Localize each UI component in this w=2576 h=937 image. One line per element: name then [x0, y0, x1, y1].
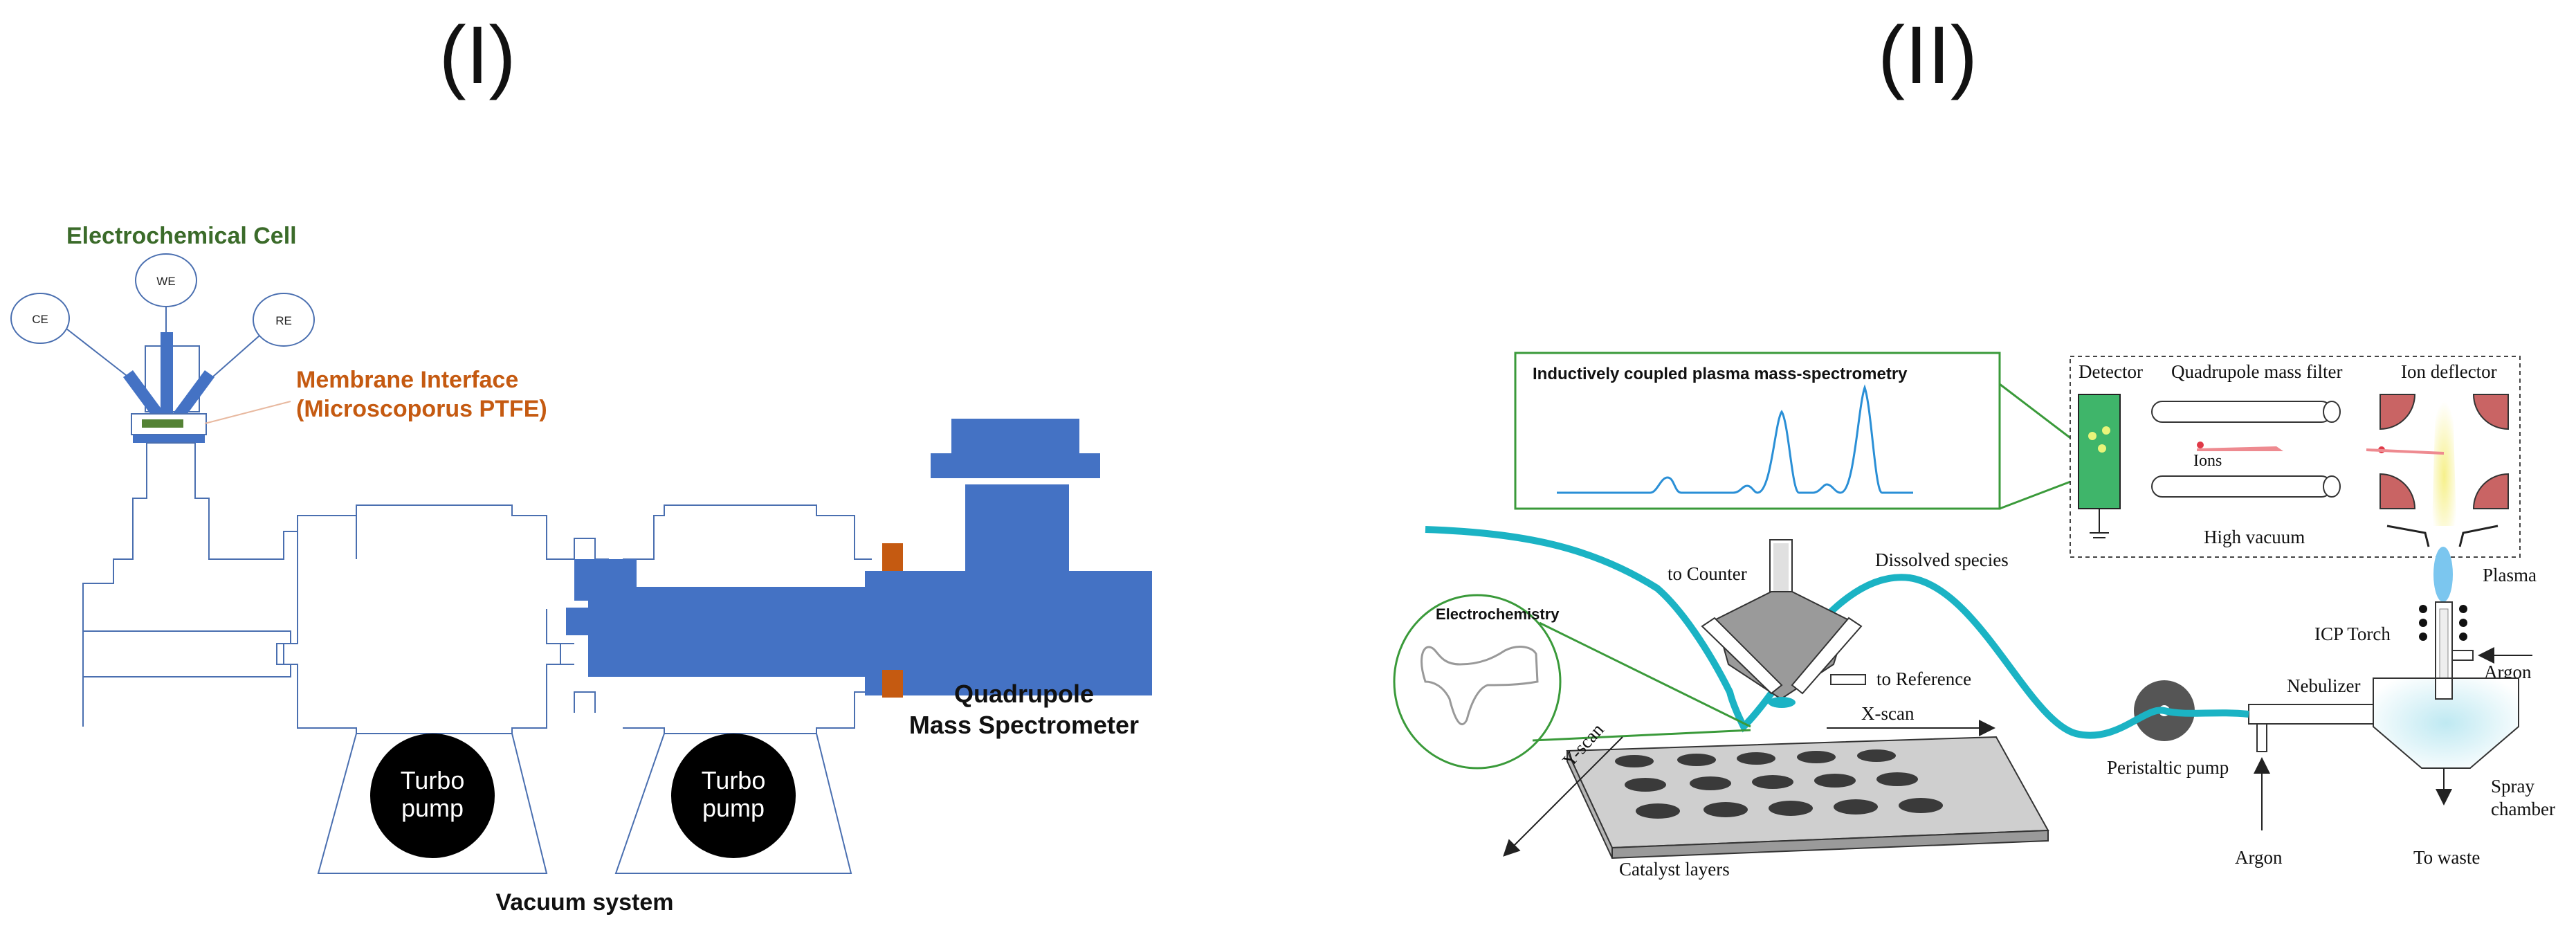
detector-label: Detector [2079, 361, 2143, 382]
turbo-pump-right: Turbo pump [671, 734, 796, 858]
quadrupole-ms-body [566, 419, 1152, 698]
icpms-title: Inductively coupled plasma mass-spectrom… [1533, 365, 1908, 383]
x-scan-label: X-scan [1861, 703, 1915, 724]
quadrupole-rods [2151, 401, 2341, 498]
panel-i: Electrochemical Cell CE WE RE [10, 223, 1152, 916]
spray-chamber [2373, 677, 2519, 806]
vacuum-system-label: Vacuum system [495, 889, 673, 916]
svg-text:WE: WE [156, 275, 175, 288]
electrochemical-cell-title: Electrochemical Cell [66, 223, 297, 249]
spray-chamber-label-2: chamber [2491, 799, 2555, 819]
panel-ii: Inductively coupled plasma mass-spectrom… [1393, 352, 2555, 880]
electrode-we: WE [135, 253, 197, 332]
icp-torch-label: ICP Torch [2314, 624, 2391, 644]
argon-nebulizer-label: Argon [2235, 847, 2283, 868]
svg-text:pump: pump [702, 794, 765, 822]
electrode-ce: CE [10, 293, 143, 388]
membrane-material-label: (Microscoporus PTFE) [296, 396, 547, 422]
to-reference-label: to Reference [1876, 668, 1971, 689]
quadrupole-filter-label: Quadrupole mass filter [2171, 361, 2342, 382]
dissolved-species-label: Dissolved species [1875, 549, 2009, 570]
svg-text:Turbo: Turbo [702, 766, 766, 794]
mass-spectrometer-label: Mass Spectrometer [909, 711, 1139, 739]
panel-label-right: (II) [1878, 10, 1977, 101]
y-scan-arrow [1503, 736, 1623, 857]
vacuum-chamber-body [82, 442, 872, 874]
catalyst-plate [1566, 736, 2049, 859]
icpms-spectrum-callout: Inductively coupled plasma mass-spectrom… [1514, 352, 2073, 510]
icpms-spectrum-trace [1557, 384, 1913, 494]
high-vacuum-label: High vacuum [2204, 527, 2305, 547]
cv-trace [1421, 646, 1539, 726]
catalyst-layers-label: Catalyst layers [1619, 859, 1730, 880]
electrochemical-cell [123, 332, 291, 443]
svg-text:RE: RE [275, 314, 292, 327]
electrochemistry-callout: Electrochemistry [1393, 594, 1751, 770]
membrane-interface-label: Membrane Interface [296, 367, 518, 393]
turbo-pump-left: Turbo pump [370, 734, 495, 858]
detector [2078, 394, 2121, 509]
nebulizer [2248, 704, 2374, 830]
peristaltic-pump-label: Peristaltic pump [2107, 757, 2229, 778]
ion-deflector [2379, 394, 2509, 509]
panel-label-left: (I) [439, 10, 515, 101]
svg-text:pump: pump [401, 794, 464, 822]
svg-text:Turbo: Turbo [401, 766, 465, 794]
quadrupole-label: Quadrupole [954, 680, 1094, 708]
electrochemistry-label: Electrochemistry [1436, 606, 1560, 623]
ions-label: Ions [2193, 452, 2222, 470]
ion-deflector-label: Ion deflector [2401, 361, 2497, 382]
svg-text:CE: CE [32, 313, 48, 326]
to-waste-label: To waste [2413, 847, 2480, 868]
ms-dashed-box: Detector Quadrupole mass filter Ion defl… [2070, 356, 2521, 558]
flow-cell [1701, 539, 1866, 708]
to-counter-label: to Counter [1668, 563, 1747, 584]
icp-torch [2419, 547, 2474, 679]
plasma-label: Plasma [2483, 565, 2537, 585]
spray-chamber-label-1: Spray [2491, 776, 2534, 797]
nebulizer-label: Nebulizer [2287, 675, 2360, 696]
